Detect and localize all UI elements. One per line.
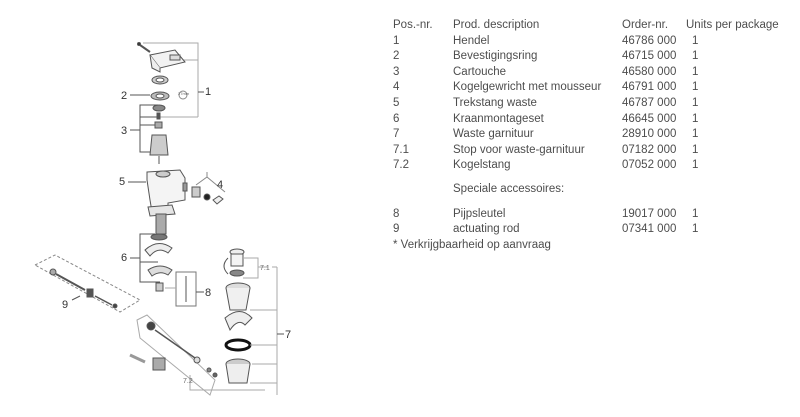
row-qty: 1 xyxy=(692,34,699,47)
row-qty: 1 xyxy=(692,112,699,125)
row-pos: 9 xyxy=(393,223,400,236)
row-description: Kogelgewricht met mousseur xyxy=(453,81,602,94)
row-order: 46645 000 xyxy=(622,112,677,125)
row-pos: 4 xyxy=(393,81,400,94)
callout-3: 3 xyxy=(121,125,127,137)
callout-5: 5 xyxy=(119,176,125,188)
row-order: 46786 000 xyxy=(622,34,677,47)
size-label-27mm: 27mm xyxy=(178,91,190,96)
row-pos: 7 xyxy=(393,128,400,141)
header-pos: Pos.-nr. xyxy=(393,19,433,31)
row-description: Bevestigingsring xyxy=(453,50,538,63)
row-order: 19017 000 xyxy=(622,207,677,220)
row-order: 46715 000 xyxy=(622,50,677,63)
row-pos: 7.2 xyxy=(393,159,409,172)
row-pos: 3 xyxy=(393,65,400,78)
row-order: 07182 000 xyxy=(622,143,677,156)
row-order: 07341 000 xyxy=(622,223,677,236)
row-description: Waste garnituur xyxy=(453,128,534,141)
callout-4: 4 xyxy=(217,179,223,191)
row-description: Kraanmontageset xyxy=(453,112,544,125)
row-qty: 1 xyxy=(692,159,699,172)
row-description: Hendel xyxy=(453,34,490,47)
callout-7-2: 7.2 xyxy=(183,378,193,385)
callout-6: 6 xyxy=(121,252,127,264)
row-order: 28910 000 xyxy=(622,128,677,141)
callout-2: 2 xyxy=(121,90,127,102)
callout-8: 8 xyxy=(205,287,211,299)
row-description: Kogelstang xyxy=(453,159,511,172)
row-qty: 1 xyxy=(692,128,699,141)
callout-7: 7 xyxy=(285,329,291,341)
row-pos: 1 xyxy=(393,34,400,47)
row-order: 07052 000 xyxy=(622,159,677,172)
row-pos: 5 xyxy=(393,96,400,109)
row-order: 46791 000 xyxy=(622,81,677,94)
row-pos: 7.1 xyxy=(393,143,409,156)
header-units: Units per package xyxy=(686,19,779,31)
row-description: Stop voor waste-garnituur xyxy=(453,143,585,156)
callout-1: 1 xyxy=(205,86,211,98)
row-order: 46580 000 xyxy=(622,65,677,78)
row-pos: 8 xyxy=(393,207,400,220)
row-pos: 6 xyxy=(393,112,400,125)
row-qty: 1 xyxy=(692,96,699,109)
row-description: actuating rod xyxy=(453,223,520,236)
exploded-parts-diagram: 1 2 3 4 5 6 7 7.1 7.2 8 9 27mm xyxy=(0,0,390,417)
callout-7-1: 7.1 xyxy=(260,265,270,272)
row-qty: 1 xyxy=(692,81,699,94)
row-pos: 2 xyxy=(393,50,400,63)
row-description: Pijpsleutel xyxy=(453,207,506,220)
header-description: Prod. description xyxy=(453,19,540,31)
header-order: Order-nr. xyxy=(622,19,669,31)
row-qty: 1 xyxy=(692,143,699,156)
row-description: Cartouche xyxy=(453,65,507,78)
row-order: 46787 000 xyxy=(622,96,677,109)
callout-9: 9 xyxy=(62,299,68,311)
row-qty: 1 xyxy=(692,50,699,63)
row-qty: 1 xyxy=(692,223,699,236)
row-qty: 1 xyxy=(692,207,699,220)
row-description: Trekstang waste xyxy=(453,96,537,109)
row-qty: 1 xyxy=(692,65,699,78)
